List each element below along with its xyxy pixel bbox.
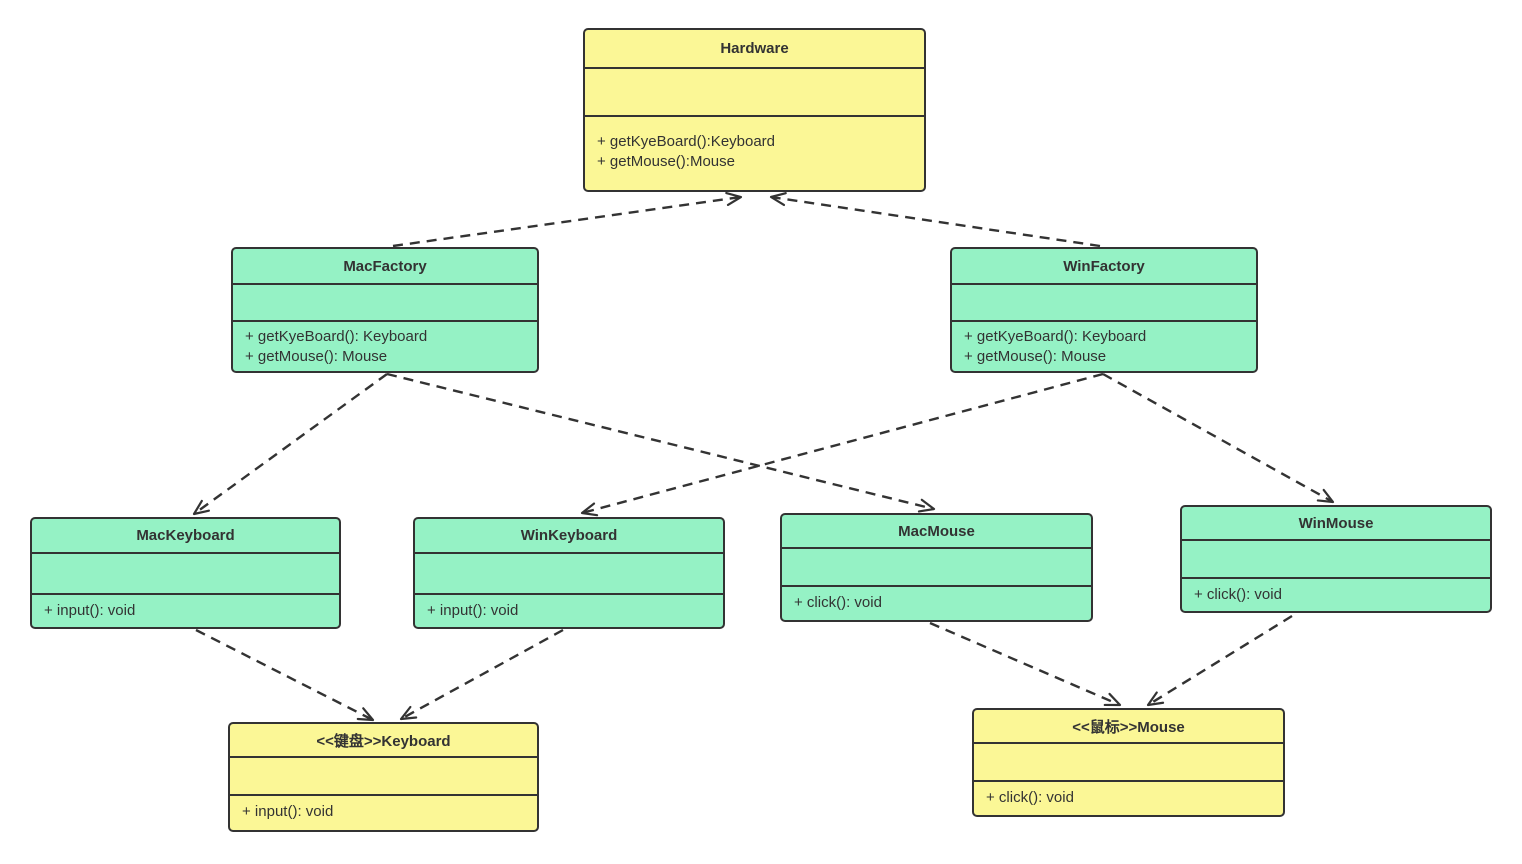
method-item: + click(): void — [794, 594, 882, 611]
edge-macfactory-to-hardware — [392, 191, 743, 248]
edge-winfactory-to-winmouse — [1102, 372, 1335, 504]
class-mouse-interface-methods: + click(): void — [974, 782, 1283, 815]
class-keyboard-interface[interactable]: <<键盘>>Keyboard + input(): void — [228, 722, 539, 832]
class-winfactory-title: WinFactory — [952, 249, 1256, 285]
class-macmouse-attributes — [782, 549, 1091, 587]
class-hardware-attributes — [585, 69, 924, 117]
edge-macfactory-to-macmouse — [386, 372, 936, 513]
class-keyboard-interface-attributes — [230, 758, 537, 796]
class-mackeyboard[interactable]: MacKeyboard + input(): void — [30, 517, 341, 629]
class-mouse-interface-attributes — [974, 744, 1283, 782]
class-macmouse[interactable]: MacMouse + click(): void — [780, 513, 1093, 622]
class-macfactory-methods: + getKyeBoard(): Keyboard + getMouse(): … — [233, 322, 537, 371]
class-mouse-interface-title: <<鼠标>>Mouse — [974, 710, 1283, 744]
edge-winkeyboard-to-keyboard — [399, 628, 564, 721]
class-macfactory[interactable]: MacFactory + getKyeBoard(): Keyboard + g… — [231, 247, 539, 373]
edge-winfactory-to-winkeyboard — [580, 372, 1104, 517]
class-mackeyboard-title: MacKeyboard — [32, 519, 339, 554]
class-winkeyboard-attributes — [415, 554, 723, 595]
class-winmouse-attributes — [1182, 541, 1490, 579]
method-item: + input(): void — [242, 803, 334, 820]
method-item: + getMouse(): Mouse — [964, 348, 1107, 365]
edge-macmouse-to-mouse — [929, 621, 1122, 707]
class-hardware[interactable]: Hardware + getKyeBoard():Keyboard + getM… — [583, 28, 926, 192]
edge-mackeyboard-to-keyboard — [195, 628, 375, 722]
class-winkeyboard-methods: + input(): void — [415, 595, 723, 627]
class-macfactory-attributes — [233, 285, 537, 322]
class-keyboard-interface-title: <<键盘>>Keyboard — [230, 724, 537, 758]
class-macmouse-methods: + click(): void — [782, 587, 1091, 620]
class-macmouse-title: MacMouse — [782, 515, 1091, 549]
class-hardware-title: Hardware — [585, 30, 924, 69]
edge-winmouse-to-mouse — [1146, 614, 1293, 707]
method-item: + click(): void — [1194, 586, 1282, 603]
method-item: + getMouse(): Mouse — [245, 348, 388, 365]
edge-winfactory-to-hardware — [769, 192, 1101, 248]
class-hardware-methods: + getKyeBoard():Keyboard + getMouse():Mo… — [585, 117, 924, 190]
class-mouse-interface[interactable]: <<鼠标>>Mouse + click(): void — [972, 708, 1285, 817]
method-item: + input(): void — [427, 602, 519, 619]
class-winfactory-attributes — [952, 285, 1256, 322]
class-macfactory-title: MacFactory — [233, 249, 537, 285]
class-keyboard-interface-methods: + input(): void — [230, 796, 537, 830]
method-item: + getKyeBoard():Keyboard — [597, 133, 776, 150]
method-item: + getKyeBoard(): Keyboard — [964, 328, 1147, 345]
class-winfactory[interactable]: WinFactory + getKyeBoard(): Keyboard + g… — [950, 247, 1258, 373]
method-item: + input(): void — [44, 602, 136, 619]
class-winkeyboard-title: WinKeyboard — [415, 519, 723, 554]
class-winmouse-title: WinMouse — [1182, 507, 1490, 541]
class-mackeyboard-methods: + input(): void — [32, 595, 339, 627]
class-winkeyboard[interactable]: WinKeyboard + input(): void — [413, 517, 725, 629]
class-winmouse-methods: + click(): void — [1182, 579, 1490, 611]
class-mackeyboard-attributes — [32, 554, 339, 595]
method-item: + getMouse():Mouse — [597, 153, 735, 170]
edge-macfactory-to-mackeyboard — [192, 373, 388, 516]
method-item: + click(): void — [986, 789, 1074, 806]
method-item: + getKyeBoard(): Keyboard — [245, 328, 428, 345]
class-winmouse[interactable]: WinMouse + click(): void — [1180, 505, 1492, 613]
class-winfactory-methods: + getKyeBoard(): Keyboard + getMouse(): … — [952, 322, 1256, 371]
